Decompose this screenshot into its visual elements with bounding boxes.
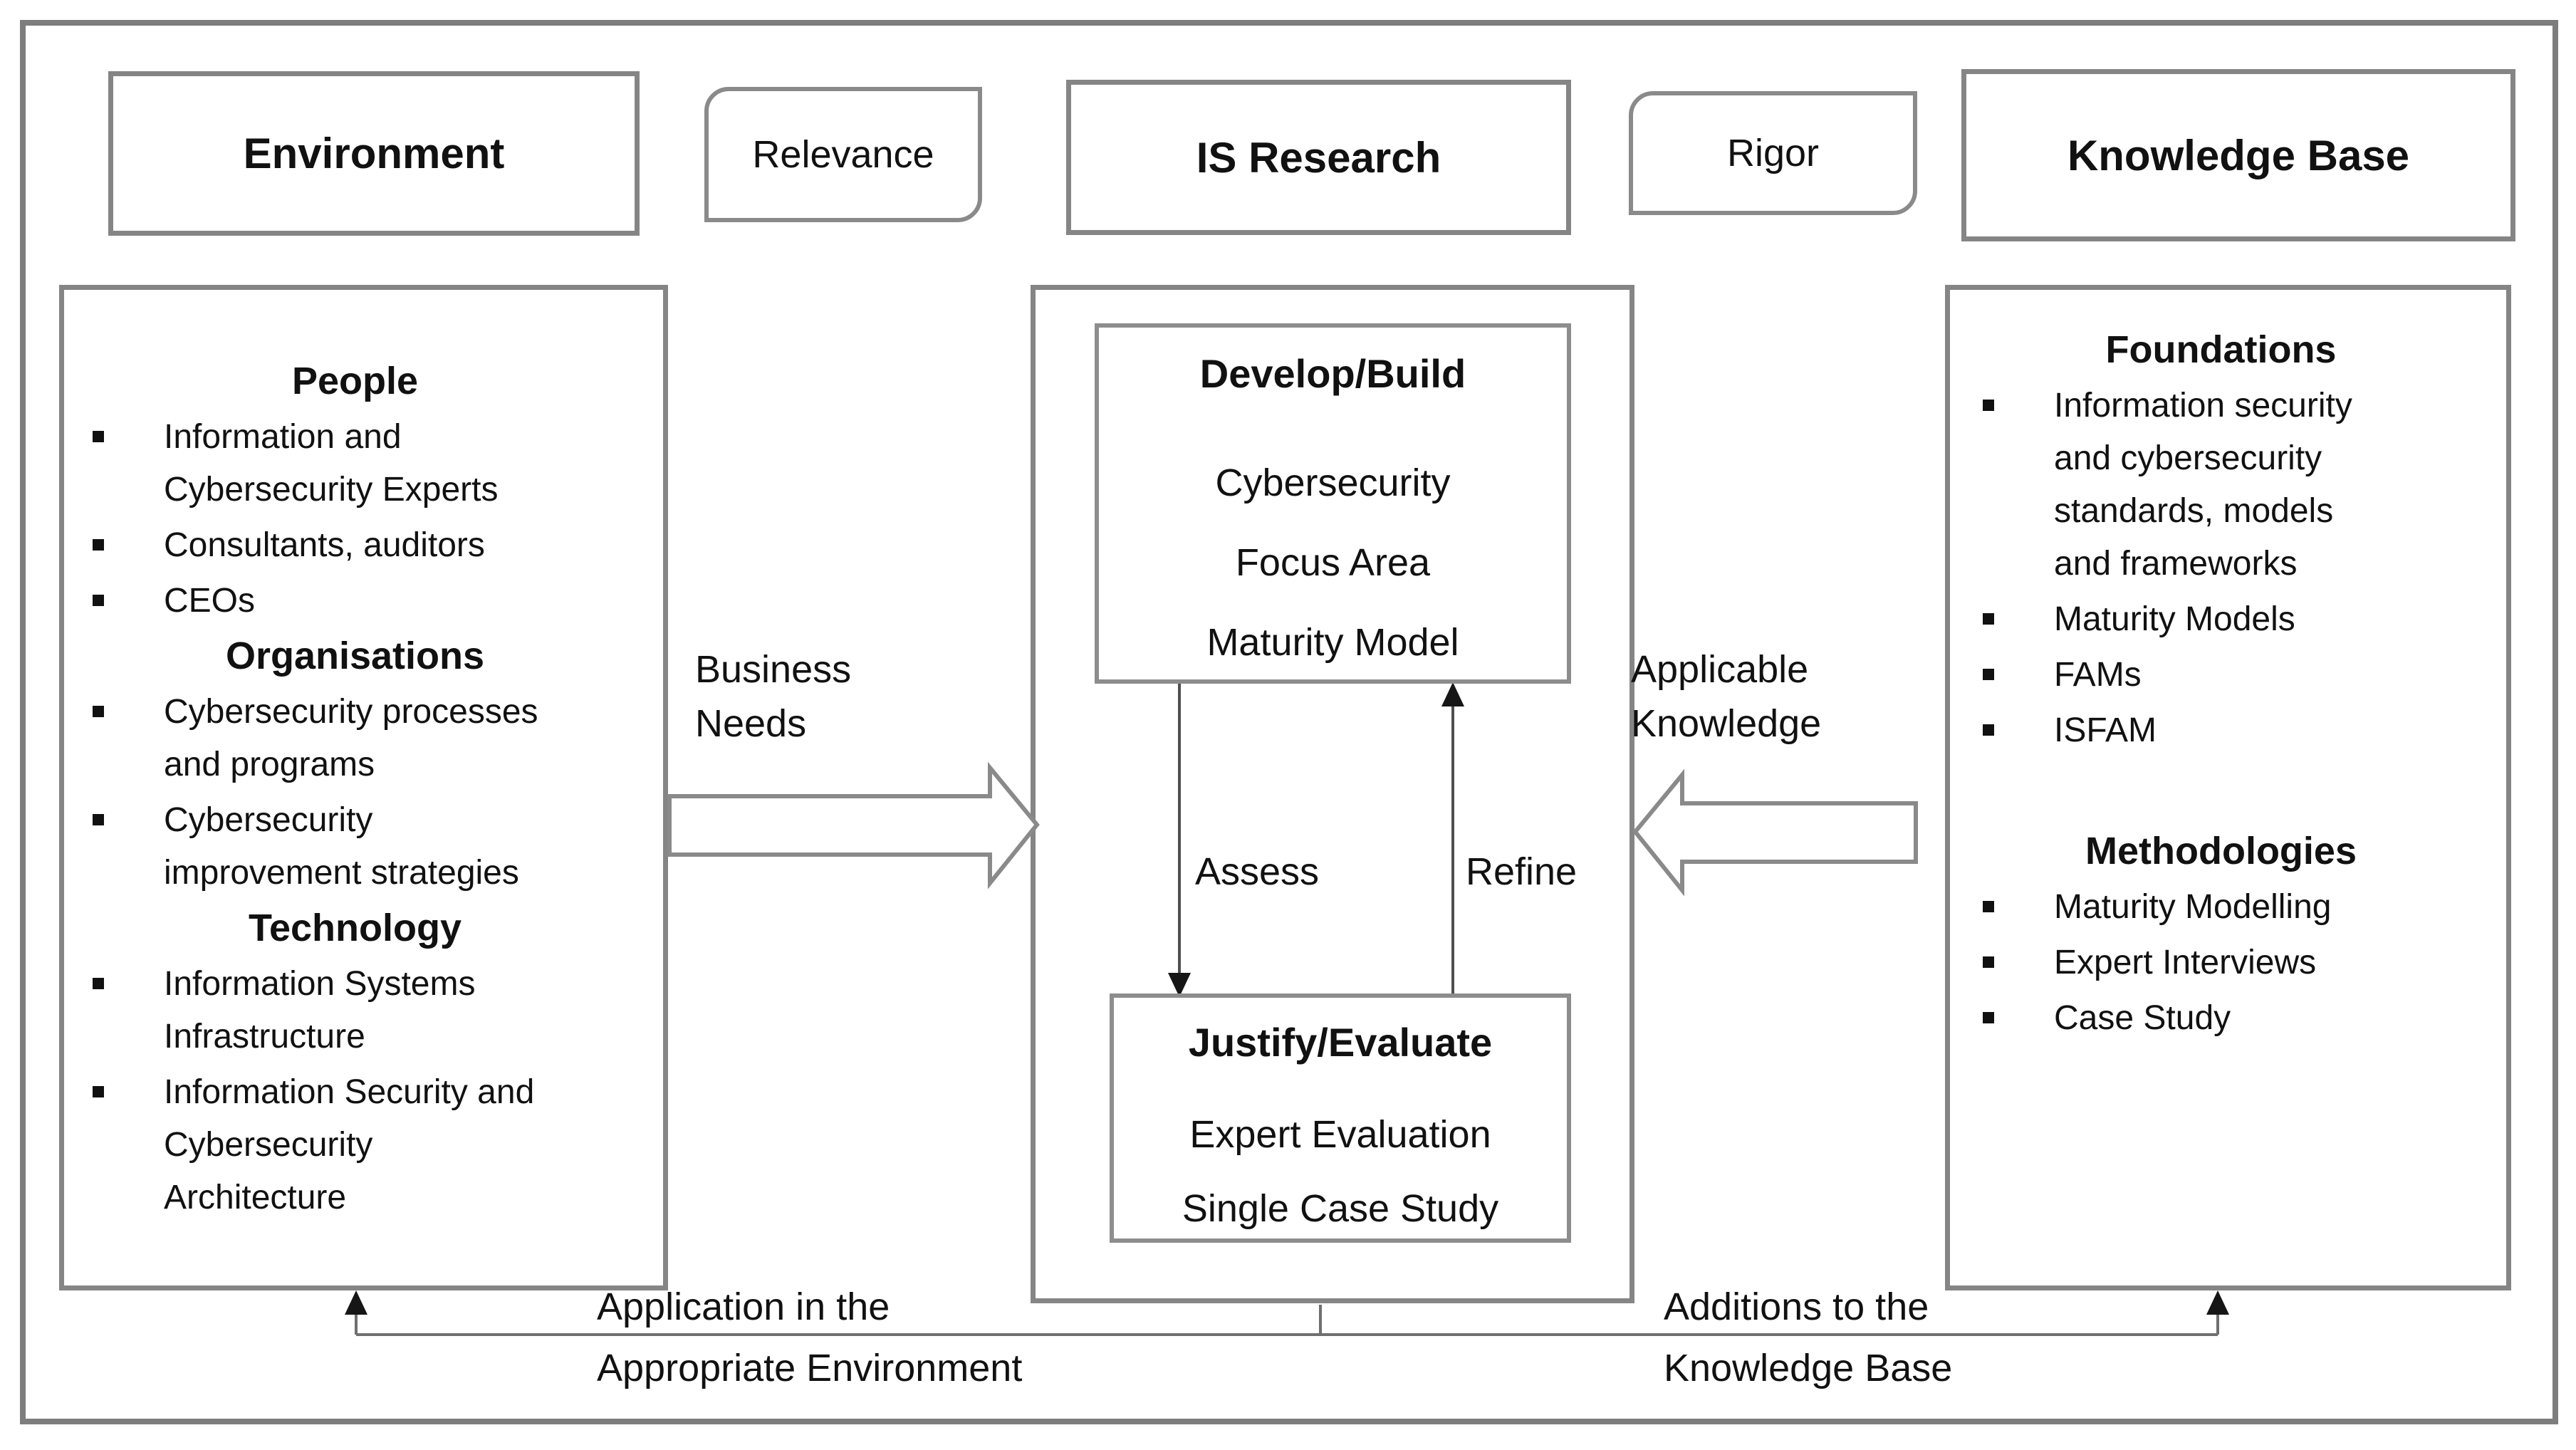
justify-evaluate-body: Expert Evaluation Single Case Study [1182,1113,1499,1230]
environment-list-item: CEOs [64,575,646,627]
environment-list-item: Information Security and Cybersecurity A… [64,1066,646,1224]
knowledge-base-section-heading: Foundations [2105,328,2337,371]
diagram-outer-frame [20,20,2558,1424]
applicable-knowledge-label: Applicable Knowledge [1631,648,1822,745]
is-research-header-label: IS Research [1196,133,1441,182]
develop-build-box: Develop/Build Cybersecurity Focus Area M… [1095,323,1571,684]
develop-build-body: Cybersecurity Focus Area Maturity Model [1206,461,1459,664]
knowledge-base-header-label: Knowledge Base [2067,131,2410,179]
justify-evaluate-box: Justify/Evaluate Expert Evaluation Singl… [1110,993,1571,1243]
knowledge-base-list-item: Maturity Models [1950,593,2492,646]
knowledge-base-list-item: ISFAM [1950,704,2492,757]
knowledge-base-section-heading: Methodologies [2085,830,2357,872]
environment-header-box: Environment [108,71,640,236]
is-research-header-box: IS Research [1066,80,1571,235]
knowledge-base-list-item: Case Study [1950,992,2492,1045]
knowledge-base-header-box: Knowledge Base [1961,69,2515,241]
application-environment-label: Application in the Appropriate Environme… [597,1285,1023,1389]
relevance-box: Relevance [704,87,982,222]
environment-list-item: Information and Cybersecurity Experts [64,411,646,516]
environment-header-label: Environment [243,130,505,177]
environment-list-item: Cybersecurity improvement strategies [64,794,646,899]
environment-list-item: Consultants, auditors [64,519,646,572]
environment-panel: People Information and Cybersecurity Exp… [59,285,668,1290]
knowledge-base-list-item: Information security and cybersecurity s… [1950,380,2492,590]
environment-list-item: Cybersecurity processes and programs [64,686,646,791]
relevance-label: Relevance [752,133,934,176]
environment-section-heading: Technology [248,907,462,949]
refine-label: Refine [1466,850,1578,893]
knowledge-base-panel: Foundations Information security and cyb… [1945,285,2511,1290]
environment-section-heading: People [291,360,419,402]
knowledge-base-list-item: FAMs [1950,649,2492,701]
rigor-label: Rigor [1726,132,1820,174]
business-needs-label: Business Needs [695,648,852,745]
develop-build-title: Develop/Build [1199,351,1466,396]
justify-evaluate-title: Justify/Evaluate [1188,1020,1493,1065]
is-research-panel [1031,285,1634,1303]
assess-label: Assess [1195,850,1320,893]
knowledge-base-list-item: Maturity Modelling [1950,881,2492,934]
environment-list-item: Information Systems Infrastructure [64,958,646,1063]
rigor-box: Rigor [1629,91,1917,215]
knowledge-base-list-item: Expert Interviews [1950,937,2492,989]
environment-section-heading: Organisations [225,635,485,677]
additions-knowledge-base-label: Additions to the Knowledge Base [1664,1285,1953,1389]
